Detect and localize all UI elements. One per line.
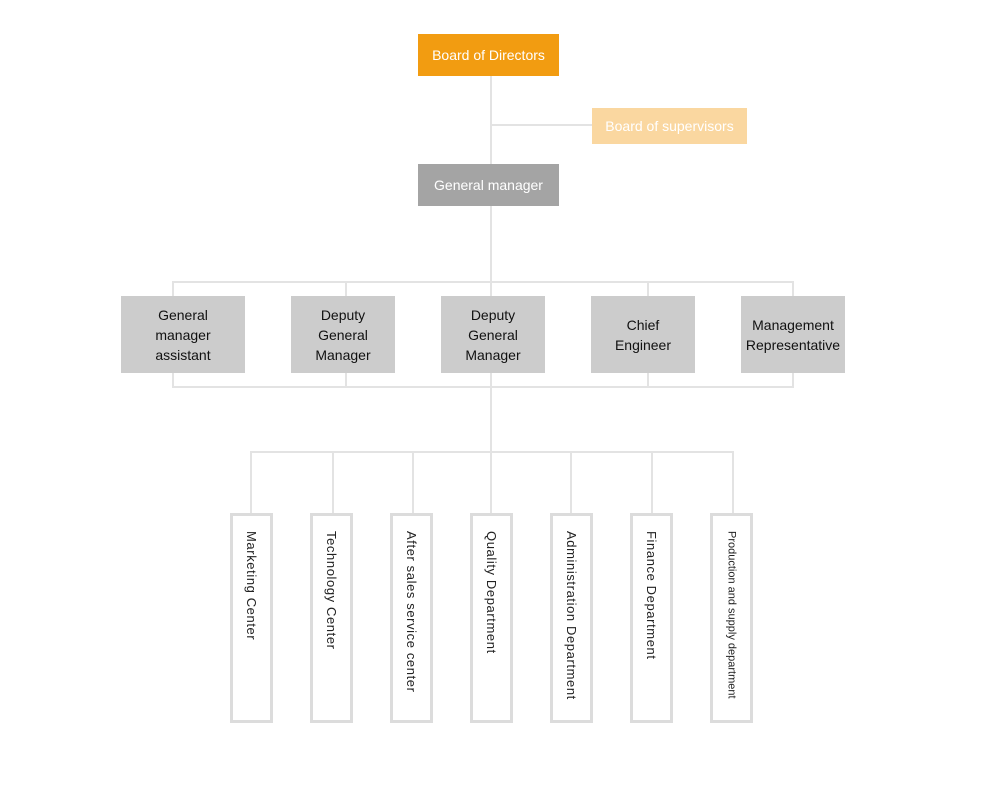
department-label: Finance Department: [644, 531, 659, 660]
manager-label: Management Representative: [745, 316, 841, 353]
connector-gm-down: [490, 206, 492, 282]
manager-node-deputy-general-manager-1: Deputy General Manager: [291, 296, 395, 373]
connector-department-4: [490, 451, 492, 513]
department-label: After sales service center: [404, 531, 419, 693]
department-node-marketing-center: Marketing Center: [230, 513, 273, 723]
general-manager-label: General manager: [434, 177, 543, 193]
connector-department-3: [412, 451, 414, 513]
department-node-finance-department: Finance Department: [630, 513, 673, 723]
manager-node-chief-engineer: Chief Engineer: [591, 296, 695, 373]
department-label: Administration Department: [564, 531, 579, 700]
connector-department-6: [651, 451, 653, 513]
department-label: Marketing Center: [244, 531, 259, 641]
connector-department-1: [250, 451, 252, 513]
department-label: Production and supply department: [725, 531, 738, 699]
department-node-quality-department: Quality Department: [470, 513, 513, 723]
connector-managers-bottom-bar: [172, 386, 794, 388]
department-node-after-sales-service-center: After sales service center: [390, 513, 433, 723]
connector-department-7: [732, 451, 734, 513]
connector-departments-bar: [250, 451, 734, 453]
connector-board-to-gm: [490, 76, 492, 164]
department-node-administration-department: Administration Department: [550, 513, 593, 723]
board-of-directors-node: Board of Directors: [418, 34, 559, 76]
board-of-directors-label: Board of Directors: [432, 47, 545, 63]
general-manager-node: General manager: [418, 164, 559, 206]
connector-managers-top-bar: [172, 281, 794, 283]
connector-to-supervisors: [490, 124, 592, 126]
manager-node-general-manager-assistant: General manager assistant: [121, 296, 245, 373]
connector-department-5: [570, 451, 572, 513]
manager-node-deputy-general-manager-2: Deputy General Manager: [441, 296, 545, 373]
manager-label: General manager assistant: [155, 306, 211, 363]
department-label: Technology Center: [324, 531, 339, 650]
manager-label: Deputy General Manager: [315, 306, 371, 363]
department-node-production-and-supply-department: Production and supply department: [710, 513, 753, 723]
manager-label: Deputy General Manager: [465, 306, 521, 363]
department-node-technology-center: Technology Center: [310, 513, 353, 723]
connector-managers-to-departments: [490, 386, 492, 452]
department-label: Quality Department: [484, 531, 499, 654]
manager-node-management-representative: Management Representative: [741, 296, 845, 373]
board-of-supervisors-node: Board of supervisors: [592, 108, 747, 144]
board-of-supervisors-label: Board of supervisors: [605, 118, 734, 134]
connector-department-2: [332, 451, 334, 513]
manager-label: Chief Engineer: [614, 316, 672, 353]
